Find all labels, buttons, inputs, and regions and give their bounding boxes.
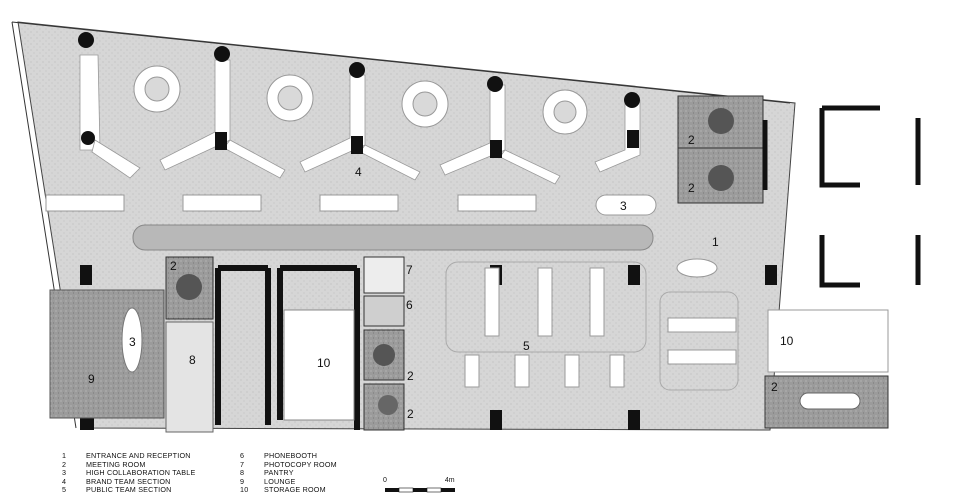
room-number: 10: [317, 356, 331, 370]
room-number: 2: [407, 369, 414, 383]
storage-room: [283, 309, 355, 421]
round-columns: [78, 32, 640, 145]
meeting-table: [708, 165, 734, 191]
room-number: 5: [523, 339, 530, 353]
core-walls: [215, 265, 360, 430]
bench-desks: [45, 194, 657, 216]
scale-start: 0: [383, 477, 387, 484]
lounge-area: [49, 289, 165, 419]
reception-desk: [676, 258, 718, 278]
round-tables: [133, 65, 588, 135]
room-number: 3: [620, 199, 627, 213]
adjacent-building: [762, 105, 921, 288]
storage-room-right: [767, 309, 889, 373]
scale-end: 4m: [444, 477, 455, 484]
meeting-table: [708, 108, 734, 134]
room-number: 1: [712, 235, 719, 249]
room-number: 8: [189, 353, 196, 367]
photocopy-room: [363, 256, 405, 294]
collab-table: [121, 307, 143, 373]
gravel-strip: [132, 224, 654, 251]
meeting-room: [165, 256, 214, 320]
room-number: 4: [355, 165, 362, 179]
phonebooth: [363, 295, 405, 327]
room-number: 2: [771, 380, 778, 394]
room-number: 3: [129, 335, 136, 349]
room-number: 9: [88, 372, 95, 386]
room-number: 2: [170, 259, 177, 273]
pantry: [165, 321, 214, 433]
public-desks: [464, 267, 737, 388]
room-number: 2: [407, 407, 414, 421]
room-number: 2: [688, 133, 695, 147]
room-number: 7: [406, 263, 413, 277]
meeting-table: [378, 395, 398, 415]
meeting-table: [373, 344, 395, 366]
scale-bar: [385, 487, 455, 493]
public-team-zone: [445, 261, 647, 353]
facade-line: [11, 21, 791, 104]
meeting-table: [176, 274, 202, 300]
room-number: 2: [688, 181, 695, 195]
room-number: 6: [406, 298, 413, 312]
public-team-zone: [659, 291, 739, 391]
room-number: 10: [780, 334, 794, 348]
scale-labels: 0 4m: [383, 477, 455, 484]
meeting-table: [799, 392, 861, 410]
